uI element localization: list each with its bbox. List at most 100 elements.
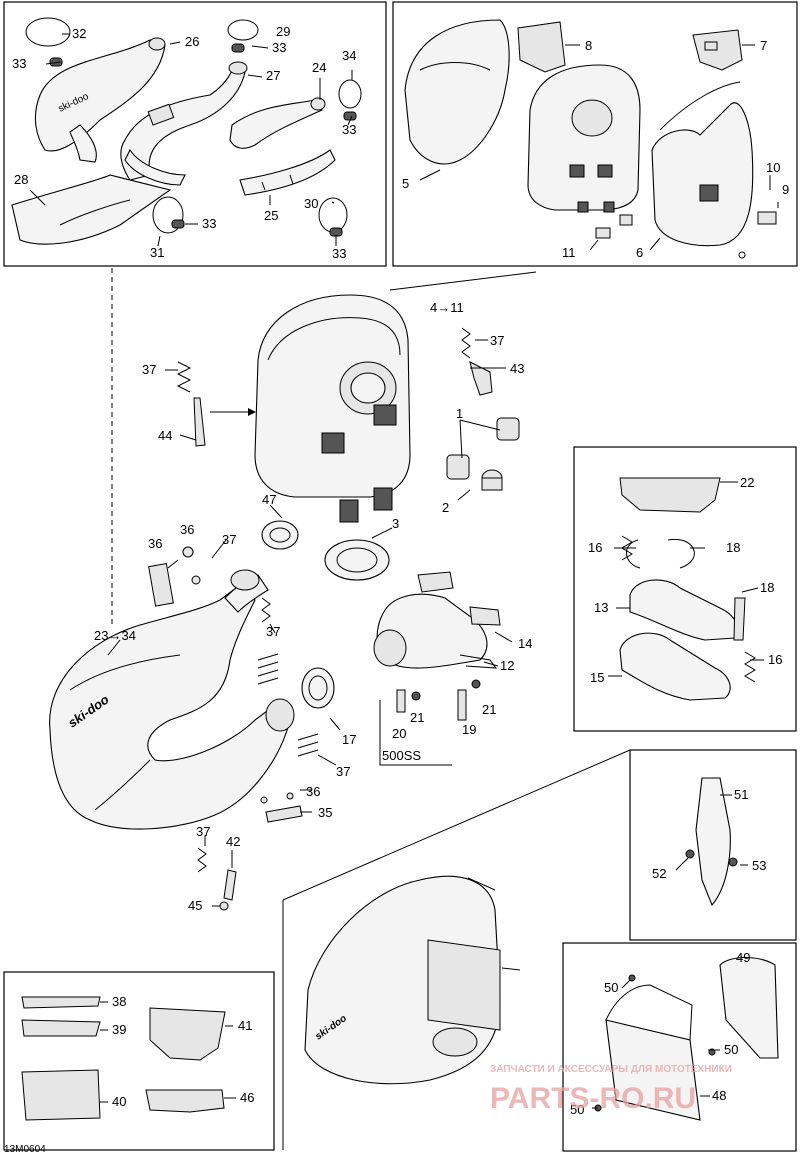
inset-decals: [21, 996, 236, 1121]
rod-44: [193, 397, 206, 447]
decal-40: [21, 1069, 101, 1121]
callout: 37: [142, 362, 156, 377]
silencer-4-11: [254, 294, 411, 498]
callout: 16: [768, 652, 782, 667]
clamp-ring-32: [25, 17, 71, 47]
callout: 38: [112, 994, 126, 1009]
clamp-ring-34: [338, 79, 362, 109]
callout: 30: [304, 196, 318, 211]
gasket-22: [619, 477, 721, 513]
callout: 51: [734, 787, 748, 802]
inset-frames: [3, 1, 798, 1152]
callout: 37: [336, 764, 350, 779]
variant-label: 500SS: [382, 748, 421, 763]
callout: 36: [306, 784, 320, 799]
callout: 43: [510, 361, 524, 376]
callout: 48: [712, 1088, 726, 1103]
shield-49: [719, 956, 779, 1059]
callout: 31: [150, 245, 164, 260]
pipe-section-24: [229, 99, 323, 149]
callout: 33: [272, 40, 286, 55]
callout: 32: [72, 26, 86, 41]
spring-16b: [744, 651, 756, 683]
callout: 33: [12, 56, 26, 71]
callout: 36: [148, 536, 162, 551]
callout: 17: [342, 732, 356, 747]
decal-46: [145, 1089, 225, 1113]
callout-labels: 32 33 26 29 33 27 24 34 33 28 25 31 33 3…: [4, 24, 789, 1155]
pipe-outlet-flange: [230, 569, 260, 591]
seal-ring-17: [301, 667, 335, 709]
callout: 16: [588, 540, 602, 555]
callout: 15: [590, 670, 604, 685]
callout: 6: [636, 245, 643, 260]
callout: 18: [726, 540, 740, 555]
callout: 19: [462, 722, 476, 737]
heat-shield-25: [239, 149, 336, 196]
callout: 1: [456, 406, 463, 421]
callout: 52: [652, 866, 666, 881]
callout: 49: [736, 950, 750, 965]
gasket-3: [324, 539, 390, 581]
heat-shield-15: [619, 632, 731, 701]
grommet-1a: [496, 417, 520, 441]
callout: 35: [318, 805, 332, 820]
callout: 50: [570, 1102, 584, 1117]
clamp-ring-30: [318, 197, 348, 233]
callout: 33: [332, 246, 346, 261]
callout: 53: [752, 858, 766, 873]
callout: 24: [312, 60, 326, 75]
callout: 26: [185, 34, 199, 49]
callout: 11: [562, 245, 576, 260]
watermark-tagline: ЗАПЧАСТИ И АКСЕССУАРЫ ДЛЯ МОТОТЕХНИКИ: [490, 1064, 732, 1075]
callout: 28: [14, 172, 28, 187]
callout: 21: [410, 710, 424, 725]
inset-tuned-pipe-parts: ski-doo: [11, 17, 362, 247]
callout: 12: [500, 658, 514, 673]
callout: 18: [760, 580, 774, 595]
callout: 3: [392, 516, 399, 531]
heat-shield-13: [629, 579, 739, 641]
callout: 2: [442, 500, 449, 515]
callout: 25: [264, 208, 278, 223]
exhaust-manifold: [373, 571, 513, 721]
callout: 36: [180, 522, 194, 537]
callout: 37: [266, 624, 280, 639]
callout: 37: [222, 532, 236, 547]
callout: 22: [740, 475, 754, 490]
callout: 8: [585, 38, 592, 53]
callout: 21: [482, 702, 496, 717]
grommet-1b: [446, 454, 470, 480]
callout: 39: [112, 1022, 126, 1037]
callout: 5: [402, 176, 409, 191]
callout: 27: [266, 68, 280, 83]
pipe-section-26: [34, 39, 166, 152]
main-silencer-assembly: [165, 294, 520, 581]
callout: 45: [188, 898, 202, 913]
callout: 20: [392, 726, 406, 741]
main-tuned-pipe: ski-doo: [49, 539, 341, 911]
callout: 40: [112, 1094, 126, 1109]
callout: 37: [490, 333, 504, 348]
bolt-19: [457, 689, 467, 721]
insulation-mat-28: [11, 174, 172, 245]
callout: 41: [238, 1018, 252, 1033]
callout: 7: [760, 38, 767, 53]
callout: 10: [766, 160, 780, 175]
decal-41: [149, 1007, 226, 1061]
tuned-pipe-23-34: [49, 584, 291, 830]
callout: 44: [158, 428, 172, 443]
watermark-brand: PARTS-RO.RU: [490, 1082, 696, 1115]
silencer-shell-5: [404, 19, 510, 165]
decal-38: [21, 996, 101, 1009]
callout: 50: [604, 980, 618, 995]
bolt-20: [396, 689, 406, 713]
spring-37: [461, 327, 471, 359]
seal-ring-47: [261, 520, 299, 550]
callout: 37: [196, 824, 210, 839]
callout: 29: [276, 24, 290, 39]
callout: 4→11: [430, 300, 464, 315]
callout: 46: [240, 1090, 254, 1105]
callout: 9: [782, 182, 789, 197]
